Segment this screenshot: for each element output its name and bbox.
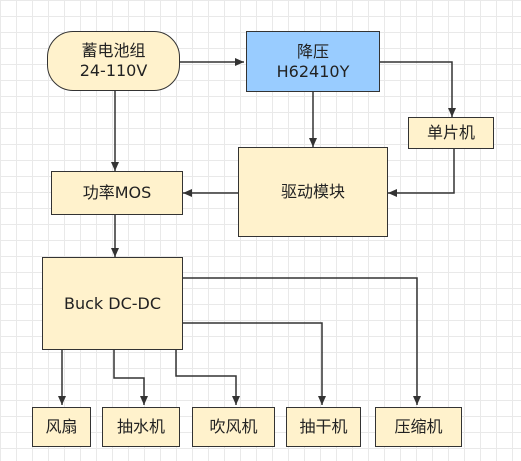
- load-fan-node: 风扇: [32, 407, 91, 447]
- arrow-buck-converter-to-mcu: [380, 61, 456, 117]
- power-mos-node: 功率MOS: [51, 171, 183, 215]
- buck-dcdc-node: Buck DC-DC: [42, 257, 183, 350]
- buck-converter-label: 降压: [296, 41, 329, 61]
- driver-module-node: 驱动模块: [238, 147, 388, 237]
- buck-converter-model: H62410Y: [276, 61, 350, 81]
- buck-converter-node: 降压 H62410Y: [246, 31, 380, 92]
- battery-voltage: 24-110V: [79, 61, 148, 80]
- load-water-pump-node: 抽水机: [102, 407, 180, 447]
- battery-node: 蓄电池组 24-110V: [47, 31, 180, 91]
- arrow-dcdc-to-blower: [175, 350, 240, 405]
- battery-label: 蓄电池组: [81, 41, 146, 60]
- arrow-dcdc-to-dryer: [183, 322, 326, 405]
- mcu-node: 单片机: [408, 117, 494, 149]
- arrow-dcdc-to-water-pump: [113, 350, 148, 405]
- load-compressor-node: 压缩机: [375, 407, 462, 447]
- load-dryer-node: 抽干机: [286, 407, 361, 447]
- load-blower-node: 吹风机: [192, 407, 275, 447]
- arrow-mcu-to-driver: [388, 149, 455, 197]
- arrow-dcdc-to-compressor: [183, 277, 421, 405]
